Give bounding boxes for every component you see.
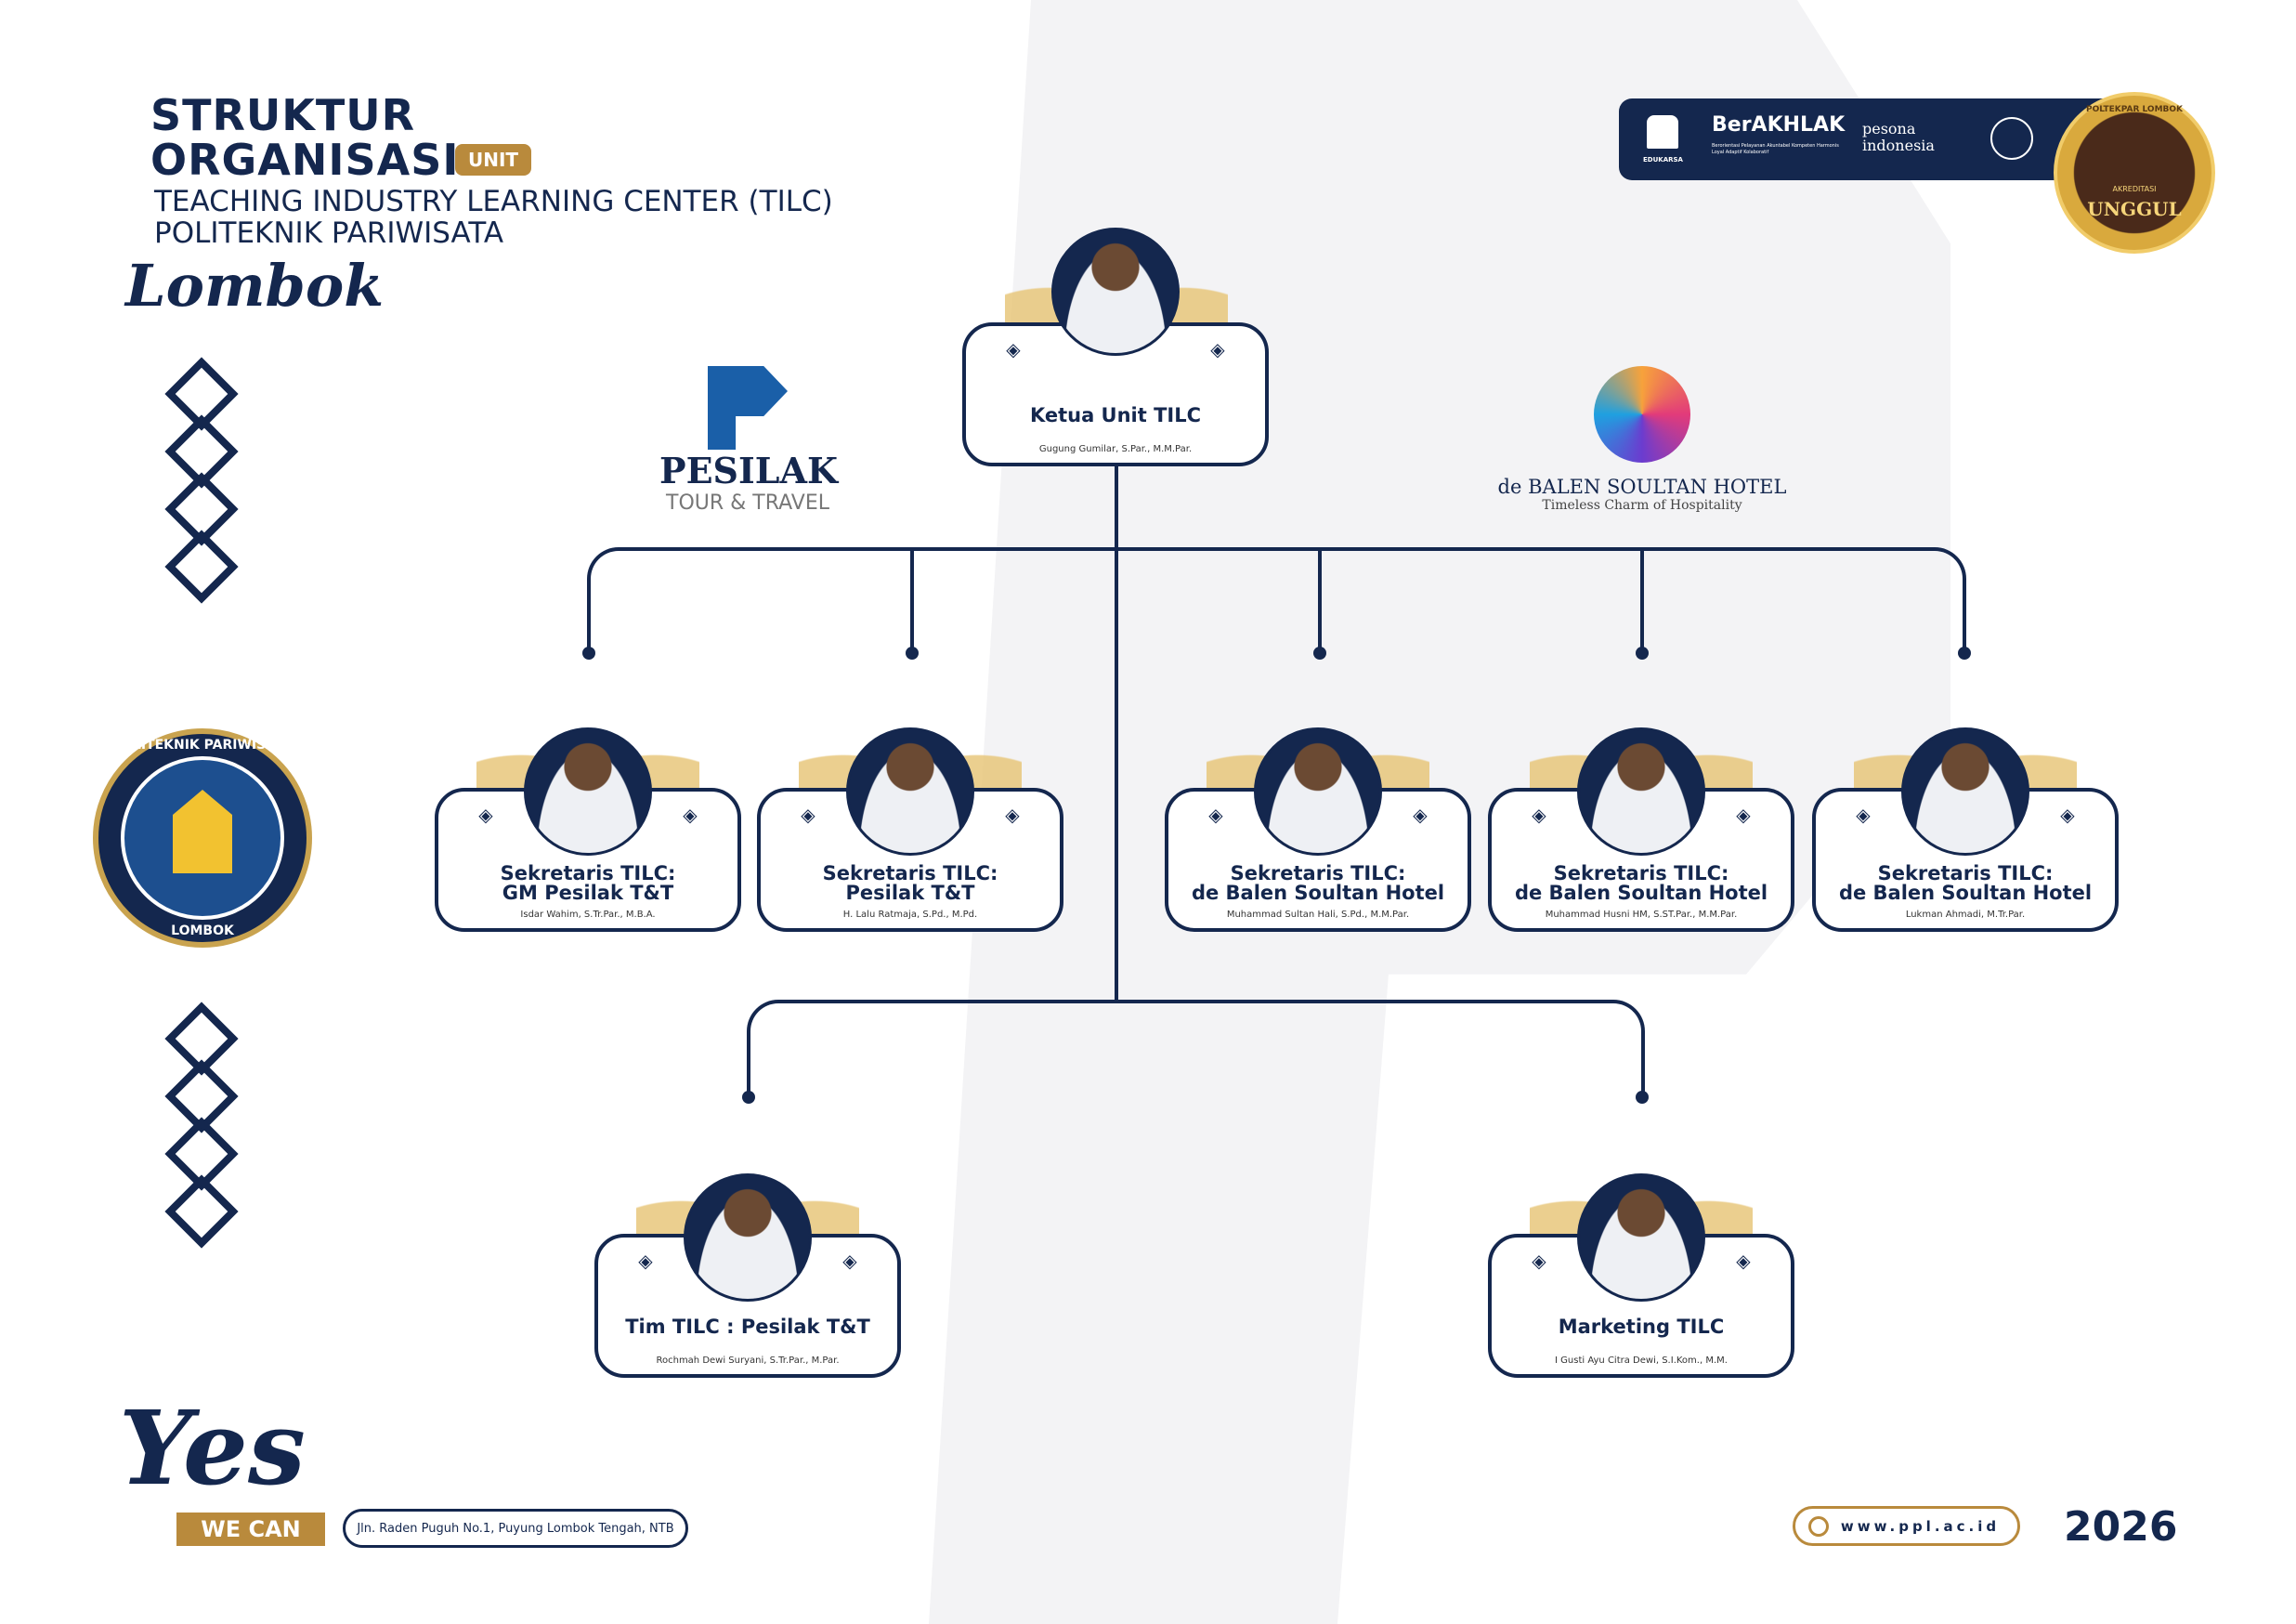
ornament-bottom: [164, 1002, 239, 1249]
connector-dot: [742, 1091, 755, 1104]
diamond-ornament-icon: ◈: [1210, 338, 1225, 360]
org-card-secretary: ◈ ◈ Sekretaris TILC:de Balen Soultan Hote…: [1488, 788, 1794, 932]
akreditasi-seal: POLTEKPAR LOMBOK AKREDITASI UNGGUL: [2054, 92, 2215, 254]
connector-level2: [587, 547, 1966, 655]
yes-logo: Yes: [119, 1388, 306, 1508]
person-name: H. Lalu Ratmaja, S.Pd., M.Pd.: [842, 910, 978, 920]
person-name: Isdar Wahim, S.Tr.Par., M.B.A.: [520, 910, 656, 920]
connector-dot: [1958, 647, 1971, 660]
diamond-ornament-icon: ◈: [1736, 1250, 1751, 1272]
diamond-ornament-icon: ◈: [1856, 804, 1871, 826]
pesilak-logo: PESILAK TOUR & TRAVEL: [659, 366, 838, 515]
org-card-head: ◈ ◈ Ketua Unit TILC Gugung Gumilar, S.Par…: [962, 322, 1269, 466]
subtitle-politeknik: POLITEKNIK PARIWISATA: [154, 216, 504, 250]
diamond-ornament-icon: ◈: [1006, 338, 1021, 360]
role-title: Sekretaris TILC:GM Pesilak T&T: [500, 862, 676, 904]
person-name: Gugung Gumilar, S.Par., M.M.Par.: [1038, 444, 1193, 454]
year-label: 2026: [2064, 1503, 2178, 1551]
globe-icon: [1808, 1516, 1829, 1537]
address-pill: Jln. Raden Puguh No.1, Puyung Lombok Ten…: [343, 1509, 688, 1548]
role-title: Sekretaris TILC:de Balen Soultan Hotel: [1191, 862, 1445, 904]
diamond-ornament-icon: ◈: [1736, 804, 1751, 826]
org-card-secretary: ◈ ◈ Sekretaris TILC:GM Pesilak T&T Isdar W…: [435, 788, 741, 932]
photo: [1577, 1173, 1705, 1302]
person-name: Muhammad Sultan Hali, S.Pd., M.M.Par.: [1226, 910, 1410, 920]
diamond-ornament-icon: ◈: [842, 1250, 857, 1272]
website-link[interactable]: www.ppl.ac.id: [1793, 1506, 2020, 1546]
unit-badge: UNIT: [455, 144, 531, 176]
diamond-ornament-icon: ◈: [1208, 804, 1223, 826]
subtitle-lombok: Lombok: [125, 252, 385, 320]
subtitle-tilc: TEACHING INDUSTRY LEARNING CENTER (TILC): [154, 185, 833, 218]
connector-dot: [1313, 647, 1326, 660]
person-name: Lukman Ahmadi, M.Tr.Par.: [1905, 910, 2026, 920]
photo: [524, 727, 652, 856]
connector-dot: [1636, 1091, 1649, 1104]
ornament-top: [164, 357, 239, 604]
role-title: Marketing TILC: [1558, 1316, 1725, 1338]
partner-banner: EDUKARSA BerAKHLAK Berorientasi Pelayana…: [1619, 98, 2120, 180]
photo: [1577, 727, 1705, 856]
connector-level3: [747, 1000, 1645, 1096]
role-title: Sekretaris TILC:de Balen Soultan Hotel: [1838, 862, 2093, 904]
photo: [846, 727, 974, 856]
photo-head: [1051, 228, 1180, 356]
edukarsa-icon: [1647, 115, 1678, 149]
role-title: Sekretaris TILC:de Balen Soultan Hotel: [1514, 862, 1768, 904]
diamond-ornament-icon: ◈: [2060, 804, 2075, 826]
connector-dot: [906, 647, 919, 660]
connector-dot: [582, 647, 595, 660]
diamond-ornament-icon: ◈: [1532, 1250, 1546, 1272]
diamond-ornament-icon: ◈: [1532, 804, 1546, 826]
diamond-ornament-icon: ◈: [683, 804, 698, 826]
diamond-ornament-icon: ◈: [478, 804, 493, 826]
photo: [1254, 727, 1382, 856]
photo: [1901, 727, 2029, 856]
diamond-ornament-icon: ◈: [638, 1250, 653, 1272]
we-can-banner: WE CAN: [176, 1513, 325, 1546]
de-balen-logo: de BALEN SOULTAN HOTEL Timeless Charm of…: [1495, 366, 1789, 513]
connector-main: [1115, 465, 1118, 1002]
connector-dot: [1636, 647, 1649, 660]
role-title: Tim TILC : Pesilak T&T: [625, 1316, 870, 1338]
role-title: Ketua Unit TILC: [1029, 404, 1202, 426]
photo: [684, 1173, 812, 1302]
person-name: I Gusti Ayu Citra Dewi, S.I.Kom., M.M.: [1555, 1356, 1728, 1366]
politeknik-logo: POLITEKNIK PARIWISATA LOMBOK: [93, 728, 312, 948]
diamond-ornament-icon: ◈: [1413, 804, 1428, 826]
person-name: Rochmah Dewi Suryani, S.Tr.Par., M.Par.: [656, 1356, 840, 1366]
diamond-ornament-icon: ◈: [1005, 804, 1020, 826]
person-name: Muhammad Husni HM, S.ST.Par., M.M.Par.: [1545, 910, 1738, 920]
diamond-ornament-icon: ◈: [801, 804, 815, 826]
garuda-emblem-icon: [1990, 117, 2033, 160]
role-title: Sekretaris TILC:Pesilak T&T: [822, 862, 998, 904]
